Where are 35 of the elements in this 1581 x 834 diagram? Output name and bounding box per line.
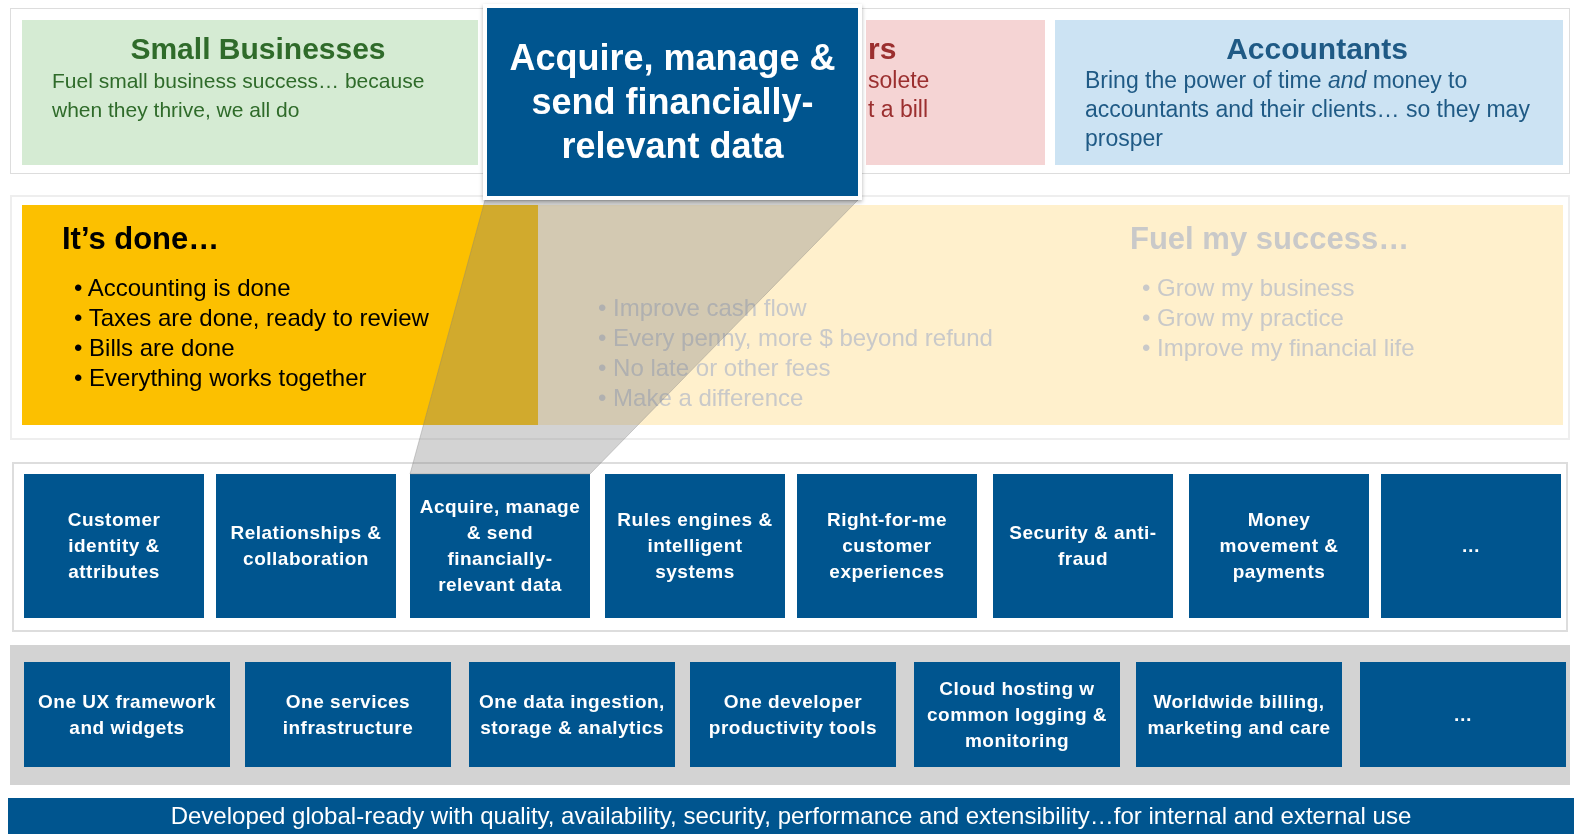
card-heading: Small Businesses — [129, 32, 387, 66]
bullet-item: • Everything works together — [74, 363, 368, 393]
capability-tile: … — [1360, 662, 1566, 767]
capability-tile: Customer identity & attributes — [24, 474, 204, 618]
card-text: Bring the power of time and money to accountants and their clients… so they may prosper — [1085, 66, 1531, 153]
bullet-item: • Accounting is done — [74, 273, 292, 303]
card-heading: rs — [868, 32, 898, 66]
panel-heading: It’s done… — [62, 220, 221, 258]
capability-tile: Money movement & payments — [1189, 474, 1369, 618]
footer-banner: Developed global-ready with quality, availability, security, performance and extensibility…for internal and external use — [8, 798, 1574, 834]
capability-tile: One services infrastructure — [245, 662, 451, 767]
benefit-panel — [22, 205, 538, 425]
card-heading: Accountants — [1225, 32, 1409, 66]
capability-tile: One UX framework and widgets — [24, 662, 230, 767]
benefit-panel — [538, 205, 1058, 425]
capability-tile: One developer productivity tools — [690, 662, 896, 767]
capability-tile: Worldwide billing, marketing and care — [1136, 662, 1342, 767]
bullet-item: • Taxes are done, ready to review — [74, 303, 430, 333]
capability-tile: Right-for-me customer experiences — [797, 474, 977, 618]
capability-tile: Cloud hosting w common logging & monitoring — [914, 662, 1120, 767]
card-text: t a bill — [868, 95, 930, 124]
callout-leader — [409, 199, 859, 475]
audience-card — [1055, 20, 1563, 165]
card-text: solete — [868, 66, 931, 95]
audience-card — [22, 20, 478, 165]
capability-tile: Acquire, manage & send financially-relevant data — [410, 474, 590, 618]
capability-tile: One data ingestion, storage & analytics — [469, 662, 675, 767]
card-text: Fuel small business success… because when they thrive, we all do — [52, 68, 426, 123]
audience-card — [866, 20, 1045, 165]
bullet-item: • Bills are done — [74, 333, 236, 363]
capability-tile: Security & anti-fraud — [993, 474, 1173, 618]
benefit-panel — [1058, 205, 1563, 425]
capability-tile: … — [1381, 474, 1561, 618]
capability-tile: Relationships & collaboration — [216, 474, 396, 618]
capability-tile: Rules engines & intelligent systems — [605, 474, 785, 618]
